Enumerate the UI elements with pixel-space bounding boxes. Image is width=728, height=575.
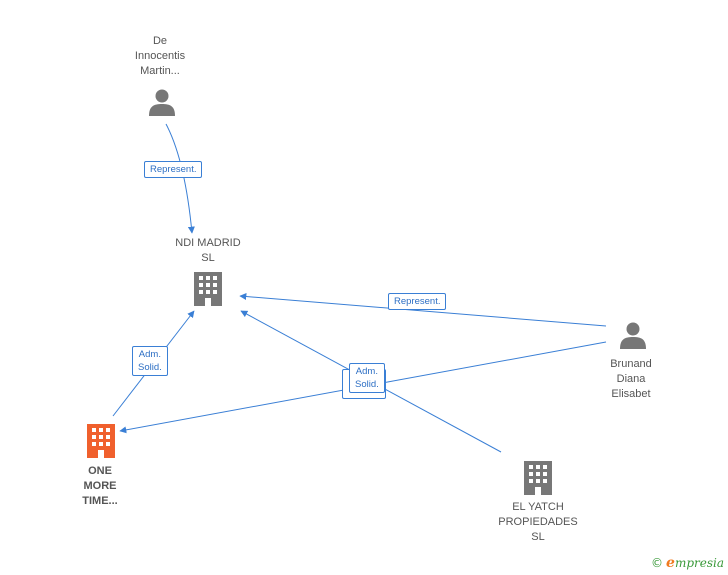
person-icon bbox=[620, 322, 646, 349]
edge-label-represent: Represent. bbox=[144, 161, 203, 178]
edge-label-adm-solid: Adm. Solid. bbox=[132, 346, 168, 376]
brand-first-letter: e bbox=[666, 555, 675, 571]
edge-label-represent: Represent. bbox=[388, 293, 447, 310]
building-icon bbox=[524, 461, 552, 495]
node-label-de-innocentis[interactable]: De Innocentis Martin... bbox=[134, 35, 186, 77]
edge-label-adm-solid: Adm. Solid. bbox=[349, 363, 385, 393]
brand-name: mpresia bbox=[674, 556, 724, 570]
edge-brunand-to-ndi bbox=[239, 293, 607, 327]
node-label-ndi-madrid[interactable]: NDI MADRID SL bbox=[175, 237, 241, 264]
edge-de-innocentis-to-ndi bbox=[165, 123, 195, 234]
building-icon bbox=[194, 272, 222, 306]
empresia-logo: ©empresia bbox=[651, 555, 724, 571]
building-icon bbox=[87, 424, 115, 458]
copyright-symbol: © bbox=[651, 556, 664, 570]
node-label-el-yatch[interactable]: EL YATCH PROPIEDADES SL bbox=[498, 501, 578, 543]
node-label-brunand[interactable]: Brunand Diana Elisabet bbox=[610, 358, 652, 400]
node-label-one-more-time[interactable]: ONE MORE TIME... bbox=[82, 465, 118, 507]
person-icon bbox=[149, 89, 175, 116]
